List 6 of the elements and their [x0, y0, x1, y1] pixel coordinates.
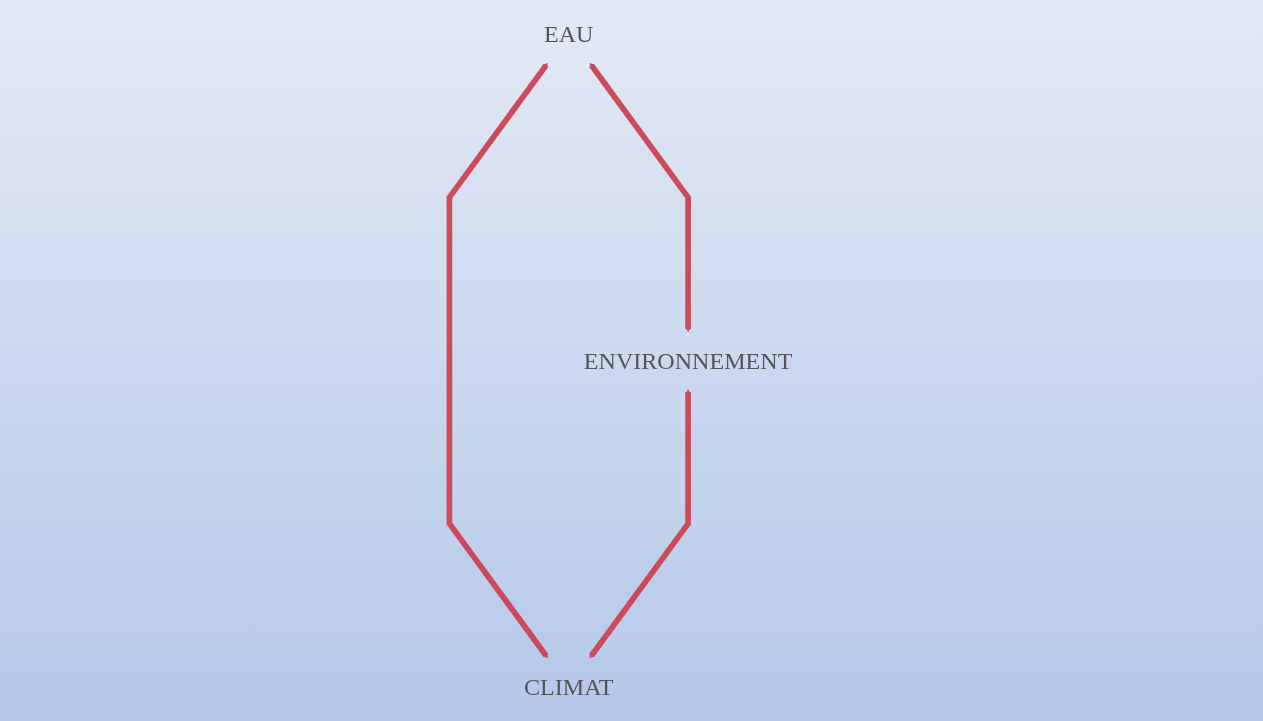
arrow — [446, 62, 549, 659]
node-text: CLIMAT — [523, 673, 614, 700]
arrow — [589, 62, 692, 333]
arrow — [589, 389, 692, 659]
node-text: EAU — [544, 21, 594, 48]
node-text: ENVIRONNEMENT — [583, 347, 793, 374]
